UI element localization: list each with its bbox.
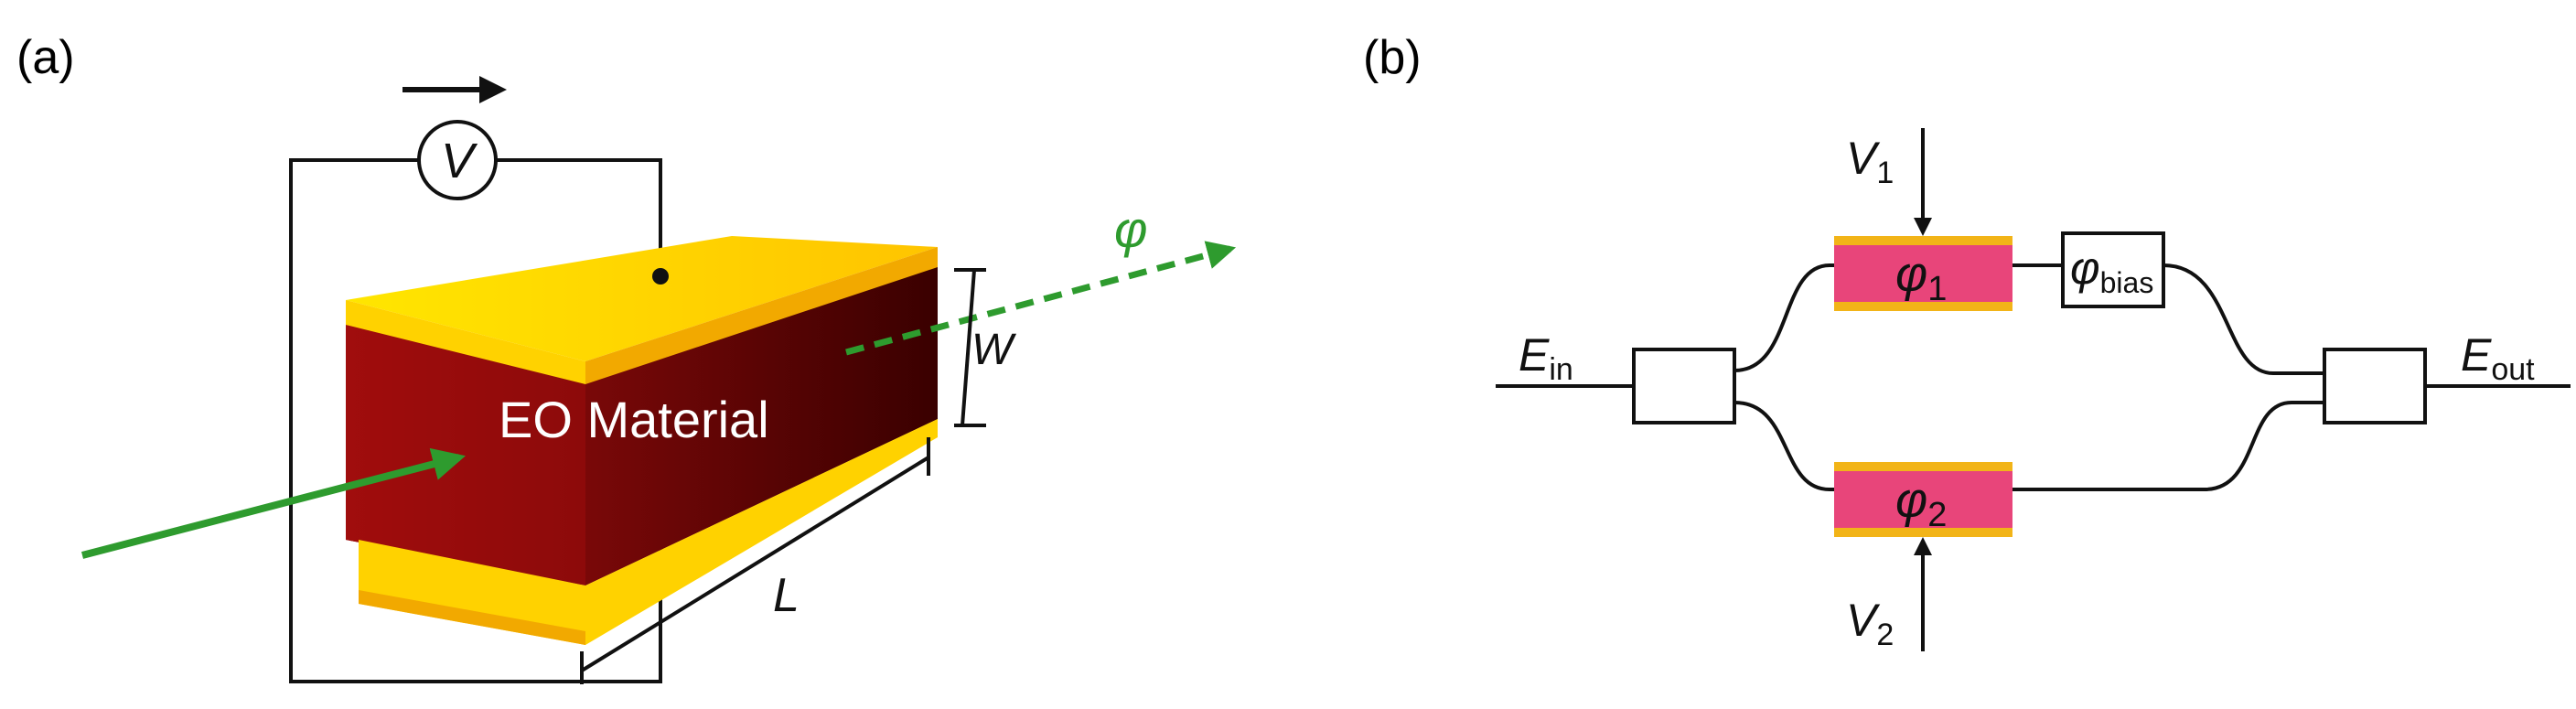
eo-device: EO Material bbox=[346, 236, 938, 645]
circuit-wire-right bbox=[496, 158, 662, 274]
phase-1-label: φ1 bbox=[1895, 247, 1947, 308]
input-beam-arrow bbox=[80, 447, 466, 559]
bias-phase-shifter: φbias bbox=[2061, 231, 2165, 308]
length-symbol: L bbox=[773, 569, 800, 622]
input-field-label: Ein bbox=[1519, 329, 1573, 387]
voltage-2-label: V2 bbox=[1846, 595, 1894, 652]
output-coupler bbox=[2323, 348, 2427, 424]
length-dimension: L bbox=[580, 437, 930, 684]
phase-2-label: φ2 bbox=[1895, 473, 1947, 534]
panel-b-label: (b) bbox=[1363, 31, 1422, 84]
input-coupler bbox=[1632, 348, 1736, 424]
voltmeter-symbol: V bbox=[441, 134, 478, 188]
phase-modulator-1: φ1 bbox=[1834, 236, 2012, 311]
electrode-contact bbox=[652, 268, 669, 285]
voltmeter-circle bbox=[417, 120, 498, 200]
panel-a: (a) EO Material V bbox=[16, 31, 1237, 684]
material-left-face bbox=[346, 325, 585, 585]
top-electrode-side bbox=[585, 247, 938, 384]
width-dimension: W bbox=[954, 268, 1017, 427]
phase-modulator-2: φ2 bbox=[1834, 462, 2012, 537]
phase-symbol: φ bbox=[1114, 200, 1148, 258]
material-label: EO Material bbox=[499, 391, 769, 448]
output-field-label: Eout bbox=[2461, 329, 2535, 387]
bias-phase-label: φbias bbox=[2070, 242, 2153, 299]
panel-a-label: (a) bbox=[16, 31, 75, 84]
bottom-electrode bbox=[359, 419, 938, 645]
panel-b: (b) Ein Eout φ1 φ2 bbox=[1363, 31, 2571, 652]
width-symbol: W bbox=[971, 326, 1017, 374]
top-electrode-front bbox=[346, 300, 585, 384]
voltage-1-label: V1 bbox=[1846, 133, 1894, 190]
voltmeter: V bbox=[402, 76, 507, 200]
waveguides bbox=[1496, 263, 2571, 491]
top-electrode bbox=[346, 236, 938, 361]
circuit-wire-left bbox=[289, 158, 662, 683]
output-beam-arrow bbox=[845, 241, 1237, 356]
bottom-electrode-edge bbox=[359, 590, 585, 645]
